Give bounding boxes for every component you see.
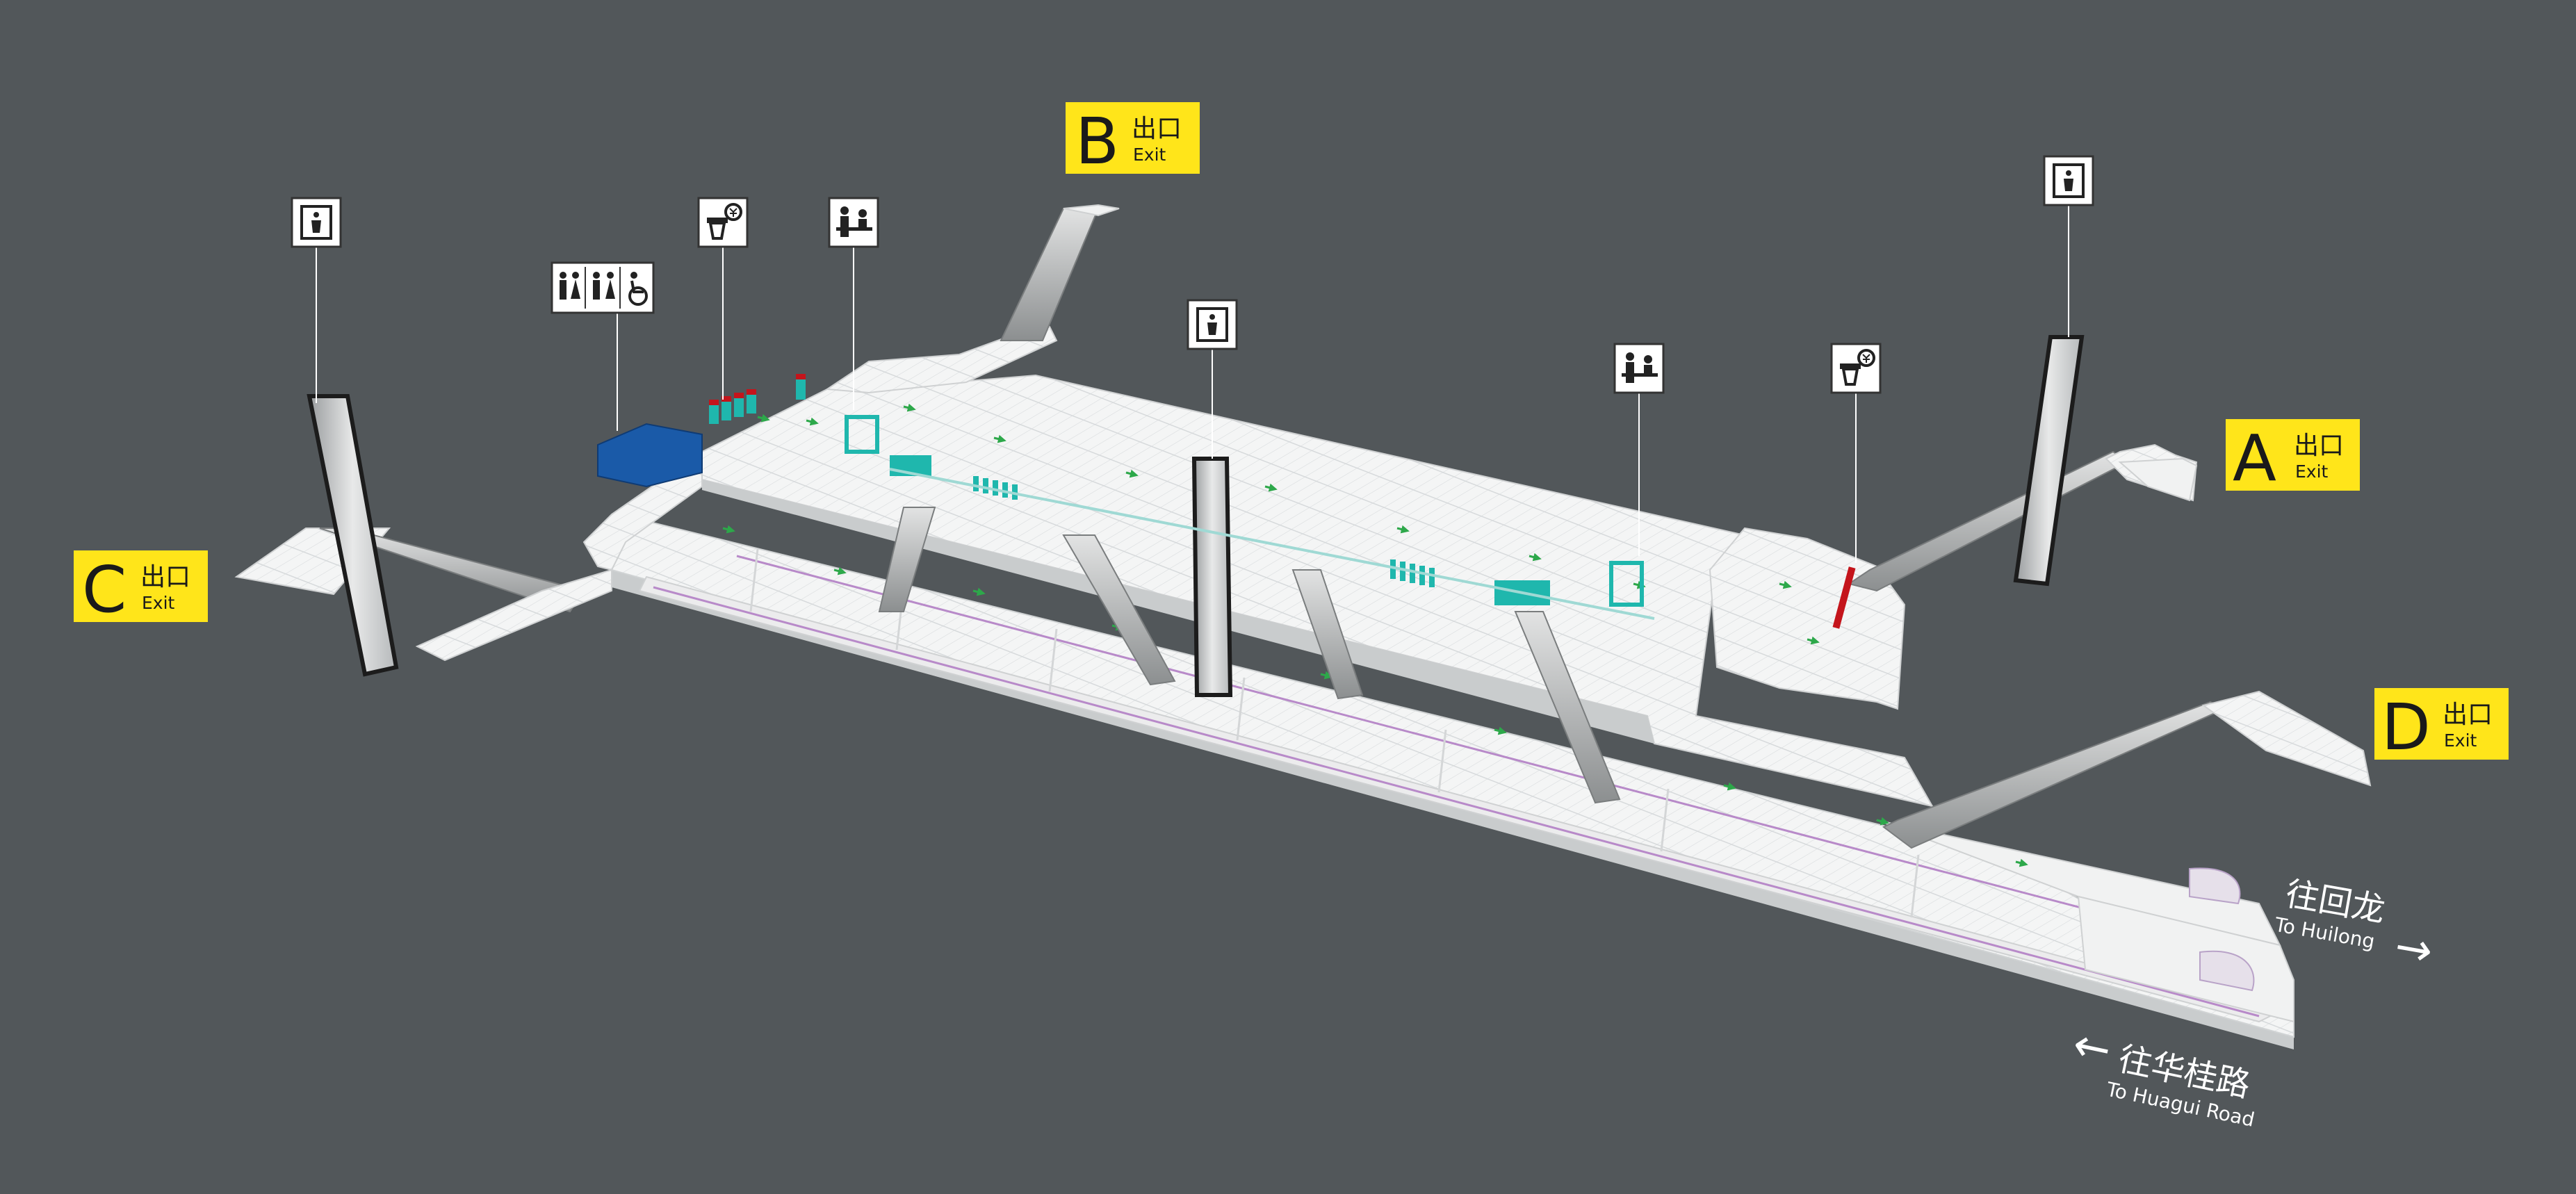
exit-b-cn: 出口 [1132,115,1182,143]
concourse-equipment [597,374,1655,620]
exit-c-letter: C [82,553,127,627]
exit-c-en: Exit [142,593,175,613]
center-structures [878,457,1621,804]
ticket-vending-icon [1830,343,1882,394]
exit-b-structure [1000,204,1120,341]
track-line [653,586,2260,1017]
exit-sign-c: C 出口 Exit [74,550,208,627]
fare-line [889,468,1655,620]
stair-1 [878,507,936,612]
customer-service-icon [828,197,879,248]
stair-3 [1291,569,1364,700]
train-nose [2189,867,2241,905]
platform-level [610,514,2294,1049]
direction-huilong-arrow-icon: → [2391,921,2437,978]
exit-d-letter: D [2381,690,2431,764]
elevator-icon [291,197,342,248]
elevator-a-shaft [2013,335,2085,587]
exit-d-structure [1882,690,2372,849]
service-booth-east [1609,561,1644,607]
platform-end-south [2077,895,2294,1023]
exit-b-en: Exit [1133,145,1166,165]
toilets-icon [551,261,655,314]
exit-sign-b: B 出口 Exit [1066,102,1200,179]
exit-c-corridor [415,569,612,662]
track-line [736,555,2225,947]
connector-c [582,450,703,571]
exit-c-structure [234,394,612,677]
passage-b [825,326,1058,394]
exit-a-end [2118,457,2198,502]
exit-sign-d: D 出口 Exit [2374,688,2509,764]
exit-a-escalator [1847,450,2128,592]
exit-a-structure [1832,335,2198,629]
fare-gates-east [1390,559,1435,587]
fare-gates-west [973,476,1018,500]
exit-sign-a: A 出口 Exit [2226,419,2360,496]
exit-a-red-gate [1832,566,1856,629]
exit-c-cn: 出口 [140,563,190,591]
elevator-icon [2043,155,2094,206]
elevator-icon [1187,299,1238,350]
service-booth-west [845,415,879,454]
connector-a [1709,527,1906,710]
exit-d-en: Exit [2444,730,2477,751]
exit-a-en: Exit [2295,461,2329,482]
ticket-office [597,423,703,488]
ticket-vending-machines [709,374,806,424]
stair-2 [1062,534,1176,686]
exit-b-escalator [1000,208,1100,341]
direction-huilong: 往回龙 To Huilong → [2272,874,2437,978]
direction-huagui: ← 往华桂路 To Huagui Road [2069,1019,2257,1131]
exit-d-escalator [1882,701,2226,849]
exit-a-letter: A [2233,421,2276,496]
exit-b-landing [1063,204,1120,217]
direction-huagui-arrow-icon: ← [2069,1019,2116,1077]
exit-d-cn: 出口 [2443,701,2493,729]
exit-a-cn: 出口 [2294,432,2344,460]
elevator-center-shaft [1191,457,1233,697]
exit-d-platform [2201,690,2372,787]
ticket-vending-icon [697,197,749,248]
leader-lines [316,205,2069,563]
stair-4 [1514,611,1621,804]
exit-b-letter: B [1075,104,1119,179]
customer-service-icon [1613,343,1665,394]
concourse-edge [702,480,1654,744]
train-nose [2199,950,2255,992]
elevator-c-shaft [307,394,399,677]
